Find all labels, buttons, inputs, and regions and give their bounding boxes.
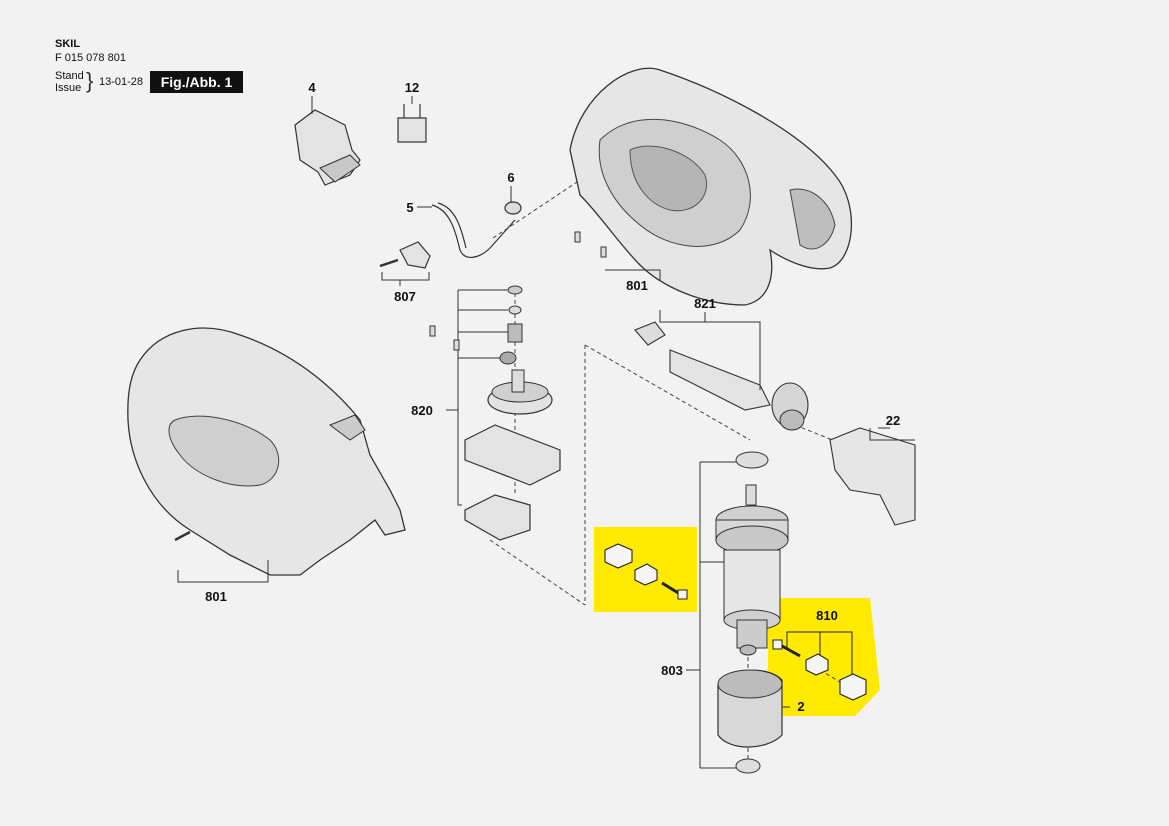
brace-glyph: }: [86, 68, 94, 93]
callout-807: 807: [394, 289, 416, 304]
figure-badge: Fig./Abb. 1: [150, 71, 243, 93]
callout-22: 22: [886, 413, 900, 428]
gear-assembly-820: [429, 285, 561, 541]
issue-label: Issue: [55, 82, 82, 94]
bracket-821: [634, 310, 809, 431]
front-housing: [127, 327, 406, 583]
issue-date: 13-01-28: [99, 76, 144, 88]
cable-clamp-part: [379, 241, 431, 281]
brush-set-810: [772, 631, 867, 701]
callout-801-top: 801: [626, 278, 648, 293]
brand-name: SKIL: [55, 38, 81, 50]
plate-22: [829, 427, 916, 526]
suppressor-part: [397, 104, 427, 143]
switch-part: [294, 109, 361, 186]
field-2: [717, 669, 790, 748]
callout-5: 5: [406, 200, 413, 215]
stand-label: Stand: [55, 70, 84, 82]
rear-housing: [569, 67, 853, 306]
leader-lines: [311, 96, 890, 429]
callout-801-left: 801: [205, 589, 227, 604]
callout-2: 2: [797, 699, 804, 714]
callout-810: 810: [816, 608, 838, 623]
part-number: F 015 078 801: [55, 52, 126, 64]
callout-820: 820: [411, 403, 433, 418]
callout-803: 803: [661, 663, 683, 678]
callout-6: 6: [507, 170, 514, 185]
callout-12: 12: [405, 80, 419, 95]
armature-803: [686, 451, 789, 774]
brush-set-left: [604, 543, 688, 600]
cable-part: [431, 201, 522, 258]
callout-4: 4: [308, 80, 316, 95]
callout-821: 821: [694, 296, 716, 311]
